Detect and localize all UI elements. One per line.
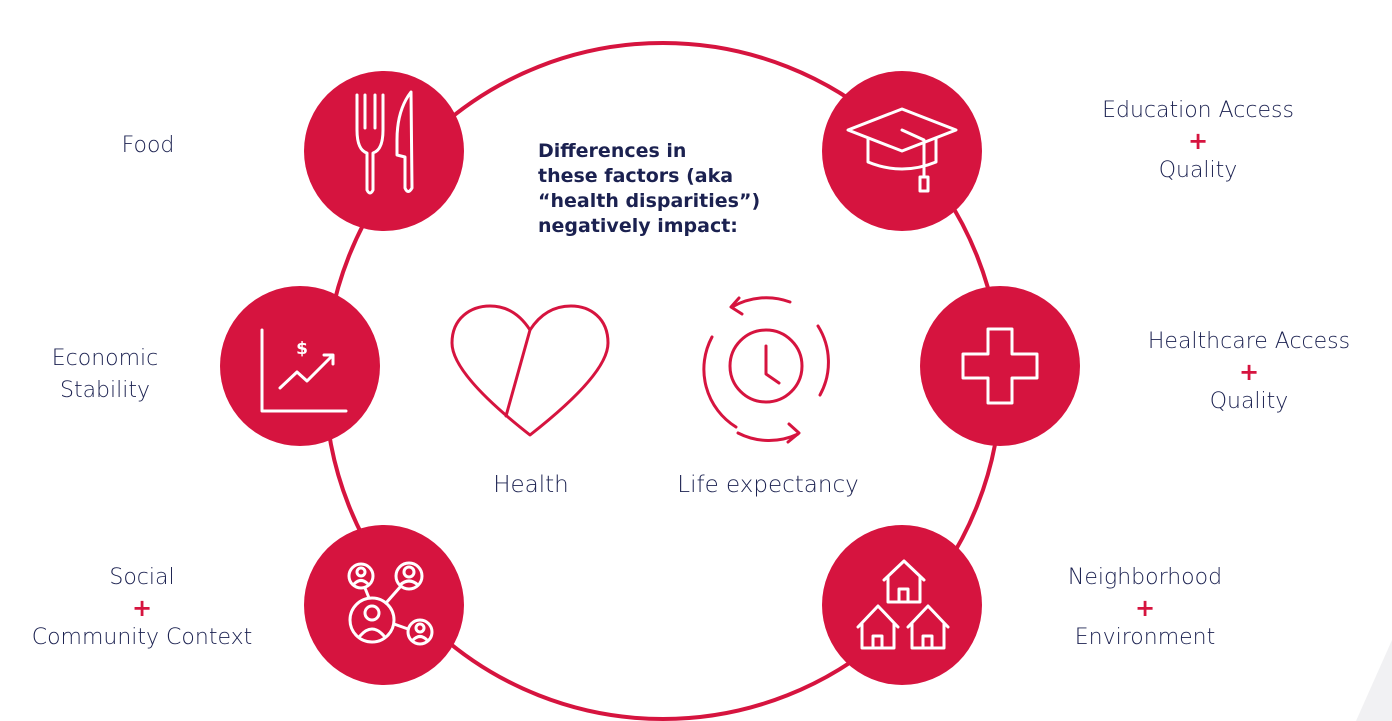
outcome-life-expectancy-label: Life expectancy [677, 472, 859, 498]
plus-sign: + [1134, 594, 1156, 622]
factor-label-line: Food [121, 133, 175, 158]
factor-label-neighborhood: Neighborhood + Environment [1030, 561, 1260, 655]
factor-label-line: Education Access [1102, 98, 1294, 123]
factor-label-education: Education Access + Quality [1048, 94, 1348, 188]
factor-label-line: Quality [1158, 158, 1238, 183]
factor-label-social: Social + Community Context [2, 561, 282, 655]
headline-line: these factors (aka [538, 165, 734, 187]
plus-sign: + [1187, 127, 1209, 155]
factor-label-line: Neighborhood [1067, 565, 1223, 590]
factor-label-line: Community Context [31, 625, 253, 650]
factor-label-line: Environment [1074, 625, 1216, 650]
medical-cross-icon [961, 327, 1039, 405]
economic-icon-circle: $ [220, 286, 380, 446]
headline: Differences in these factors (aka “healt… [538, 139, 798, 239]
graduation-cap-icon [846, 107, 958, 193]
headline-line: “health disparities”) [538, 190, 761, 212]
factor-label-line: Quality [1209, 389, 1289, 414]
factor-label-healthcare: Healthcare Access + Quality [1106, 325, 1392, 419]
fork-knife-icon [355, 90, 414, 195]
dollar-sign-icon: $ [296, 339, 308, 359]
food-icon-circle [304, 71, 464, 231]
healthcare-icon-circle [920, 286, 1080, 446]
factor-label-line: Economic [51, 346, 159, 371]
factor-label-line: Healthcare Access [1147, 329, 1351, 354]
outcome-health-label: Health [493, 472, 569, 498]
plus-sign: + [131, 594, 153, 622]
corner-shape [1356, 640, 1392, 721]
growth-chart-icon [260, 328, 348, 413]
social-icon-circle [304, 525, 464, 685]
factor-label-economic: Economic Stability [20, 343, 190, 407]
neighborhood-icon-circle [822, 525, 982, 685]
houses-icon [856, 559, 950, 650]
factor-label-line: Stability [59, 378, 151, 403]
education-icon-circle [822, 71, 982, 231]
headline-line: Differences in [538, 140, 687, 162]
factor-label-food: Food [90, 129, 206, 163]
headline-line: negatively impact: [538, 215, 738, 237]
people-network-icon [347, 561, 434, 646]
heart-icon [450, 304, 610, 437]
plus-sign: + [1238, 358, 1260, 386]
factor-label-line: Social [109, 565, 175, 590]
clock-cycle-icon [702, 296, 830, 444]
